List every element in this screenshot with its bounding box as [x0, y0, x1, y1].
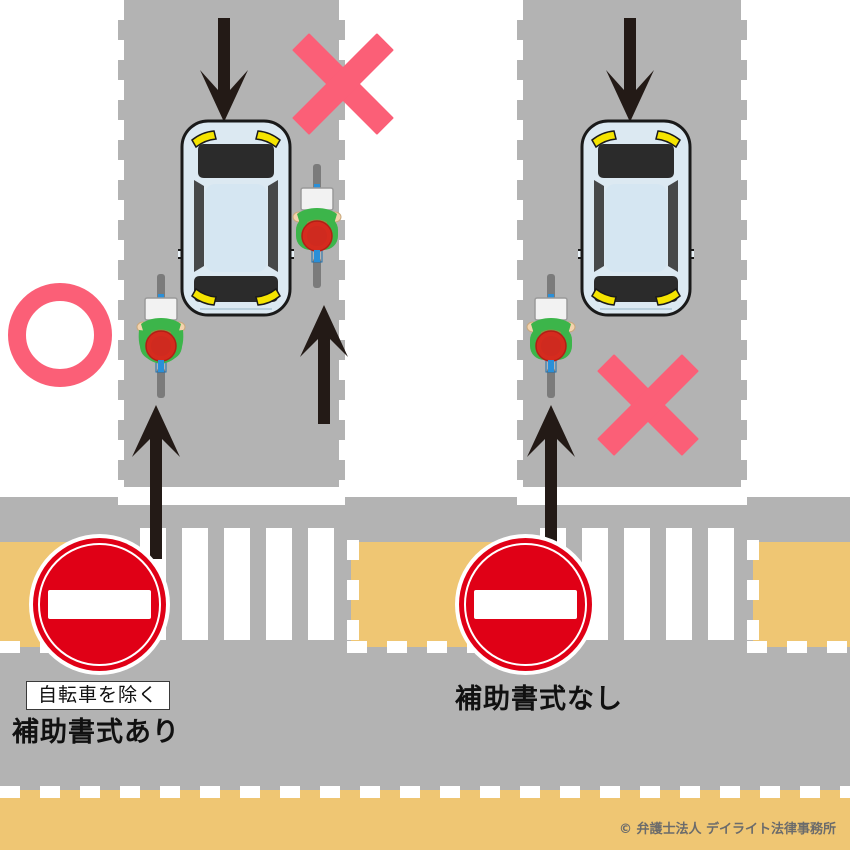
sidewalk-corner-right-bottom-kerb — [747, 641, 850, 653]
stop-line-left — [118, 487, 345, 505]
crosswalk-stripe — [224, 528, 250, 640]
supplementary-plate: 自転車を除く — [26, 681, 170, 710]
crosswalk-stripe — [308, 528, 334, 640]
sidewalk-corner-right — [753, 542, 850, 647]
crosswalk-stripe — [624, 528, 650, 640]
crosswalk-stripe — [708, 528, 734, 640]
no-entry-bar-left — [47, 589, 152, 620]
no-entry-ring-left — [38, 543, 161, 666]
cyclist-right-road-left-lane — [521, 272, 581, 404]
arrow-up-left-road-outer — [130, 405, 182, 560]
crosswalk-stripe — [266, 528, 292, 640]
no-entry-sign-left — [33, 538, 166, 671]
label-left-scene: 補助書式あり — [12, 717, 180, 748]
arrow-up-right-road — [525, 405, 577, 560]
stop-line-right — [517, 487, 747, 505]
right-roadway-left-kerb — [511, 0, 523, 500]
right-roadway-right-kerb — [741, 0, 753, 500]
no-entry-sign-right — [459, 538, 592, 671]
cyclist-left-road-right-lane — [287, 162, 347, 294]
arrow-down-right-road — [604, 18, 656, 123]
x-mark-left-road — [283, 24, 403, 144]
o-mark-allowed — [8, 283, 112, 387]
left-roadway-left-kerb — [112, 0, 124, 500]
bottom-sidewalk-kerb — [0, 786, 850, 798]
x-mark-right-road — [588, 345, 708, 465]
median-gap — [345, 0, 517, 497]
bottom-sidewalk — [0, 790, 850, 850]
copyright-credit: © 弁護士法人 デイライト法律事務所 — [618, 822, 836, 837]
supplementary-plate-text: 自転車を除く — [37, 684, 158, 706]
car-right-road — [571, 118, 701, 322]
no-entry-bar-right — [473, 589, 578, 620]
no-entry-ring-right — [464, 543, 587, 666]
crosswalk-stripe — [666, 528, 692, 640]
label-right-scene: 補助書式なし — [455, 684, 623, 715]
arrow-up-left-road-inner — [298, 305, 350, 425]
arrow-down-left-road — [198, 18, 250, 123]
car-left-road — [171, 118, 301, 322]
sidewalk-corner-middle-left-kerb — [347, 540, 359, 650]
sidewalk-corner-right-kerb — [747, 540, 759, 650]
crosswalk-stripe — [182, 528, 208, 640]
cyclist-left-road-left-lane — [131, 272, 191, 404]
